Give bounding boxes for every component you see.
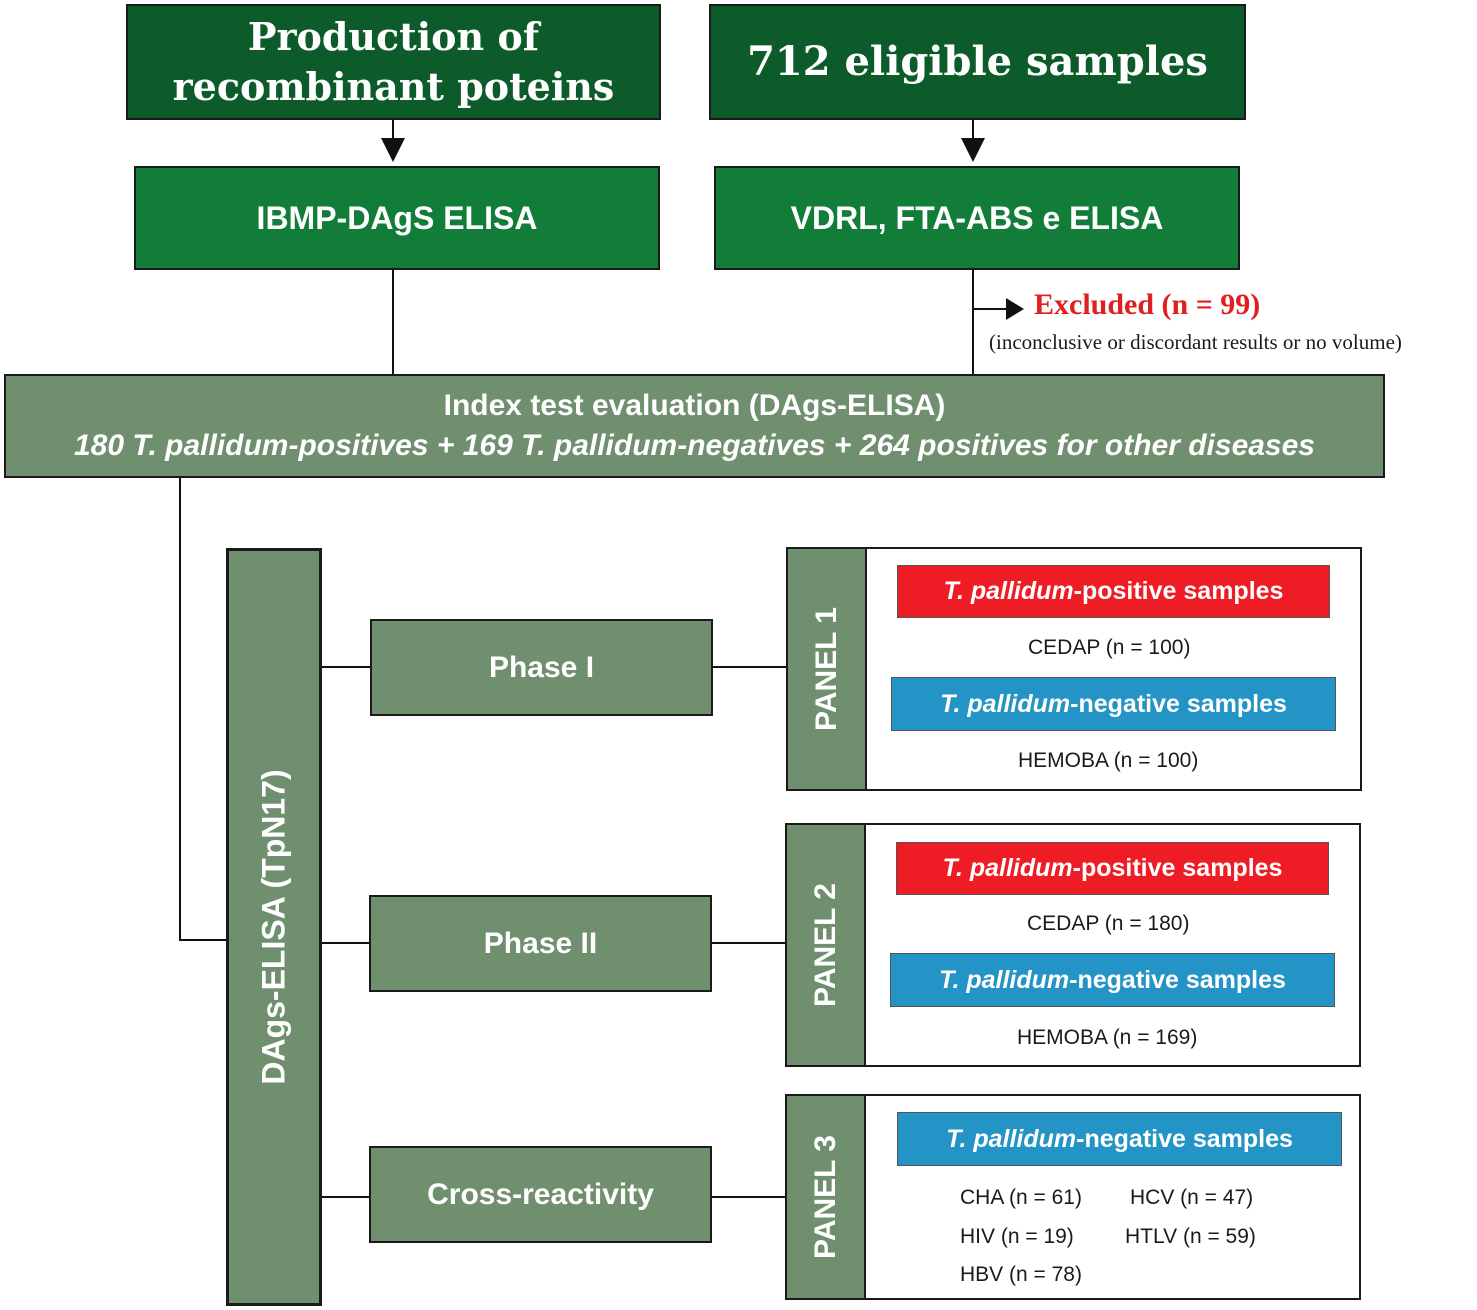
- production-line2: recombinant poteins: [172, 64, 615, 109]
- index-test-title: Index test evaluation (DAgs-ELISA): [443, 389, 946, 422]
- panel-1-negative-label: T. pallidum-negative samples: [891, 677, 1336, 731]
- panel-2-negative-source: HEMOBA (n = 169): [1017, 1026, 1198, 1049]
- production-box: Production of recombinant poteins: [126, 4, 661, 120]
- panel-3-disease-htlv: HTLV (n = 59): [1125, 1225, 1256, 1248]
- panel-1-label: PANEL 1: [809, 607, 843, 731]
- cross-reactivity-box: Cross-reactivity: [369, 1146, 712, 1243]
- panel-1-positive-italic: T. pallidum: [943, 577, 1074, 605]
- vdrl-fta-elisa-box: VDRL, FTA-ABS e ELISA: [714, 166, 1240, 270]
- eligible-samples-box: 712 eligible samples: [709, 4, 1246, 120]
- panel-3-disease-hiv: HIV (n = 19): [960, 1225, 1074, 1248]
- phase-1-label: Phase I: [488, 650, 595, 684]
- panel-1-negative-source: HEMOBA (n = 100): [1018, 749, 1199, 772]
- panel-1-positive-label: T. pallidum-positive samples: [897, 565, 1330, 618]
- cross-reactivity-label: Cross-reactivity: [427, 1177, 654, 1211]
- panel-3-negative-rest: -negative samples: [1076, 1124, 1293, 1153]
- panel-2-positive-source: CEDAP (n = 180): [1027, 912, 1190, 935]
- excluded-note: (inconclusive or discordant results or n…: [989, 330, 1402, 354]
- arrowhead-samples: [961, 138, 985, 162]
- panel-3-negative-italic: T. pallidum: [946, 1124, 1077, 1153]
- excluded-title: Excluded (n = 99): [1034, 288, 1261, 321]
- panel-2-label: PANEL 2: [808, 883, 842, 1007]
- arrowhead-excluded: [1006, 298, 1024, 320]
- panel-3-disease-hcv: HCV (n = 47): [1130, 1186, 1254, 1209]
- panel-3-side: PANEL 3: [785, 1094, 866, 1300]
- ibmp-dags-elisa-title: IBMP-DAgS ELISA: [256, 199, 538, 236]
- panel-2-positive-italic: T. pallidum: [942, 854, 1073, 882]
- panel-3-disease-cha: CHA (n = 61): [960, 1186, 1082, 1209]
- eligible-samples-title: 712 eligible samples: [747, 38, 1208, 85]
- panel-1-side: PANEL 1: [786, 547, 867, 791]
- dags-elisa-side-text: DAgs-ELISA (TpN17): [255, 769, 292, 1085]
- ibmp-dags-elisa-box: IBMP-DAgS ELISA: [134, 166, 660, 270]
- phase-2-box: Phase II: [369, 895, 712, 992]
- panel-1-positive-source: CEDAP (n = 100): [1028, 636, 1191, 659]
- production-line1: Production of: [247, 14, 540, 59]
- phase-2-label: Phase II: [483, 926, 598, 960]
- dags-elisa-side-label: DAgs-ELISA (TpN17): [226, 548, 322, 1306]
- panel-2-negative-label: T. pallidum-negative samples: [890, 953, 1335, 1007]
- index-test-detail: 180 T. pallidum-positives + 169 T. palli…: [73, 429, 1315, 462]
- panel-3-negative-label: T. pallidum-negative samples: [897, 1112, 1342, 1166]
- panel-2-side: PANEL 2: [785, 823, 866, 1067]
- panel-1-negative-italic: T. pallidum: [940, 689, 1071, 718]
- panel-2-positive-label: T. pallidum-positive samples: [896, 842, 1329, 895]
- panel-2-negative-italic: T. pallidum: [939, 965, 1070, 994]
- arrowhead-production: [381, 138, 405, 162]
- panel-1-negative-rest: -negative samples: [1070, 689, 1287, 718]
- panel-1-positive-rest: -positive samples: [1073, 577, 1284, 605]
- panel-2-negative-rest: -negative samples: [1069, 965, 1286, 994]
- index-test-box: Index test evaluation (DAgs-ELISA) 180 T…: [4, 374, 1385, 478]
- panel-2-positive-rest: -positive samples: [1072, 854, 1283, 882]
- vdrl-fta-elisa-title: VDRL, FTA-ABS e ELISA: [790, 199, 1164, 236]
- panel-3-disease-hbv: HBV (n = 78): [960, 1263, 1082, 1286]
- phase-1-box: Phase I: [370, 619, 713, 716]
- panel-3-label: PANEL 3: [808, 1135, 842, 1259]
